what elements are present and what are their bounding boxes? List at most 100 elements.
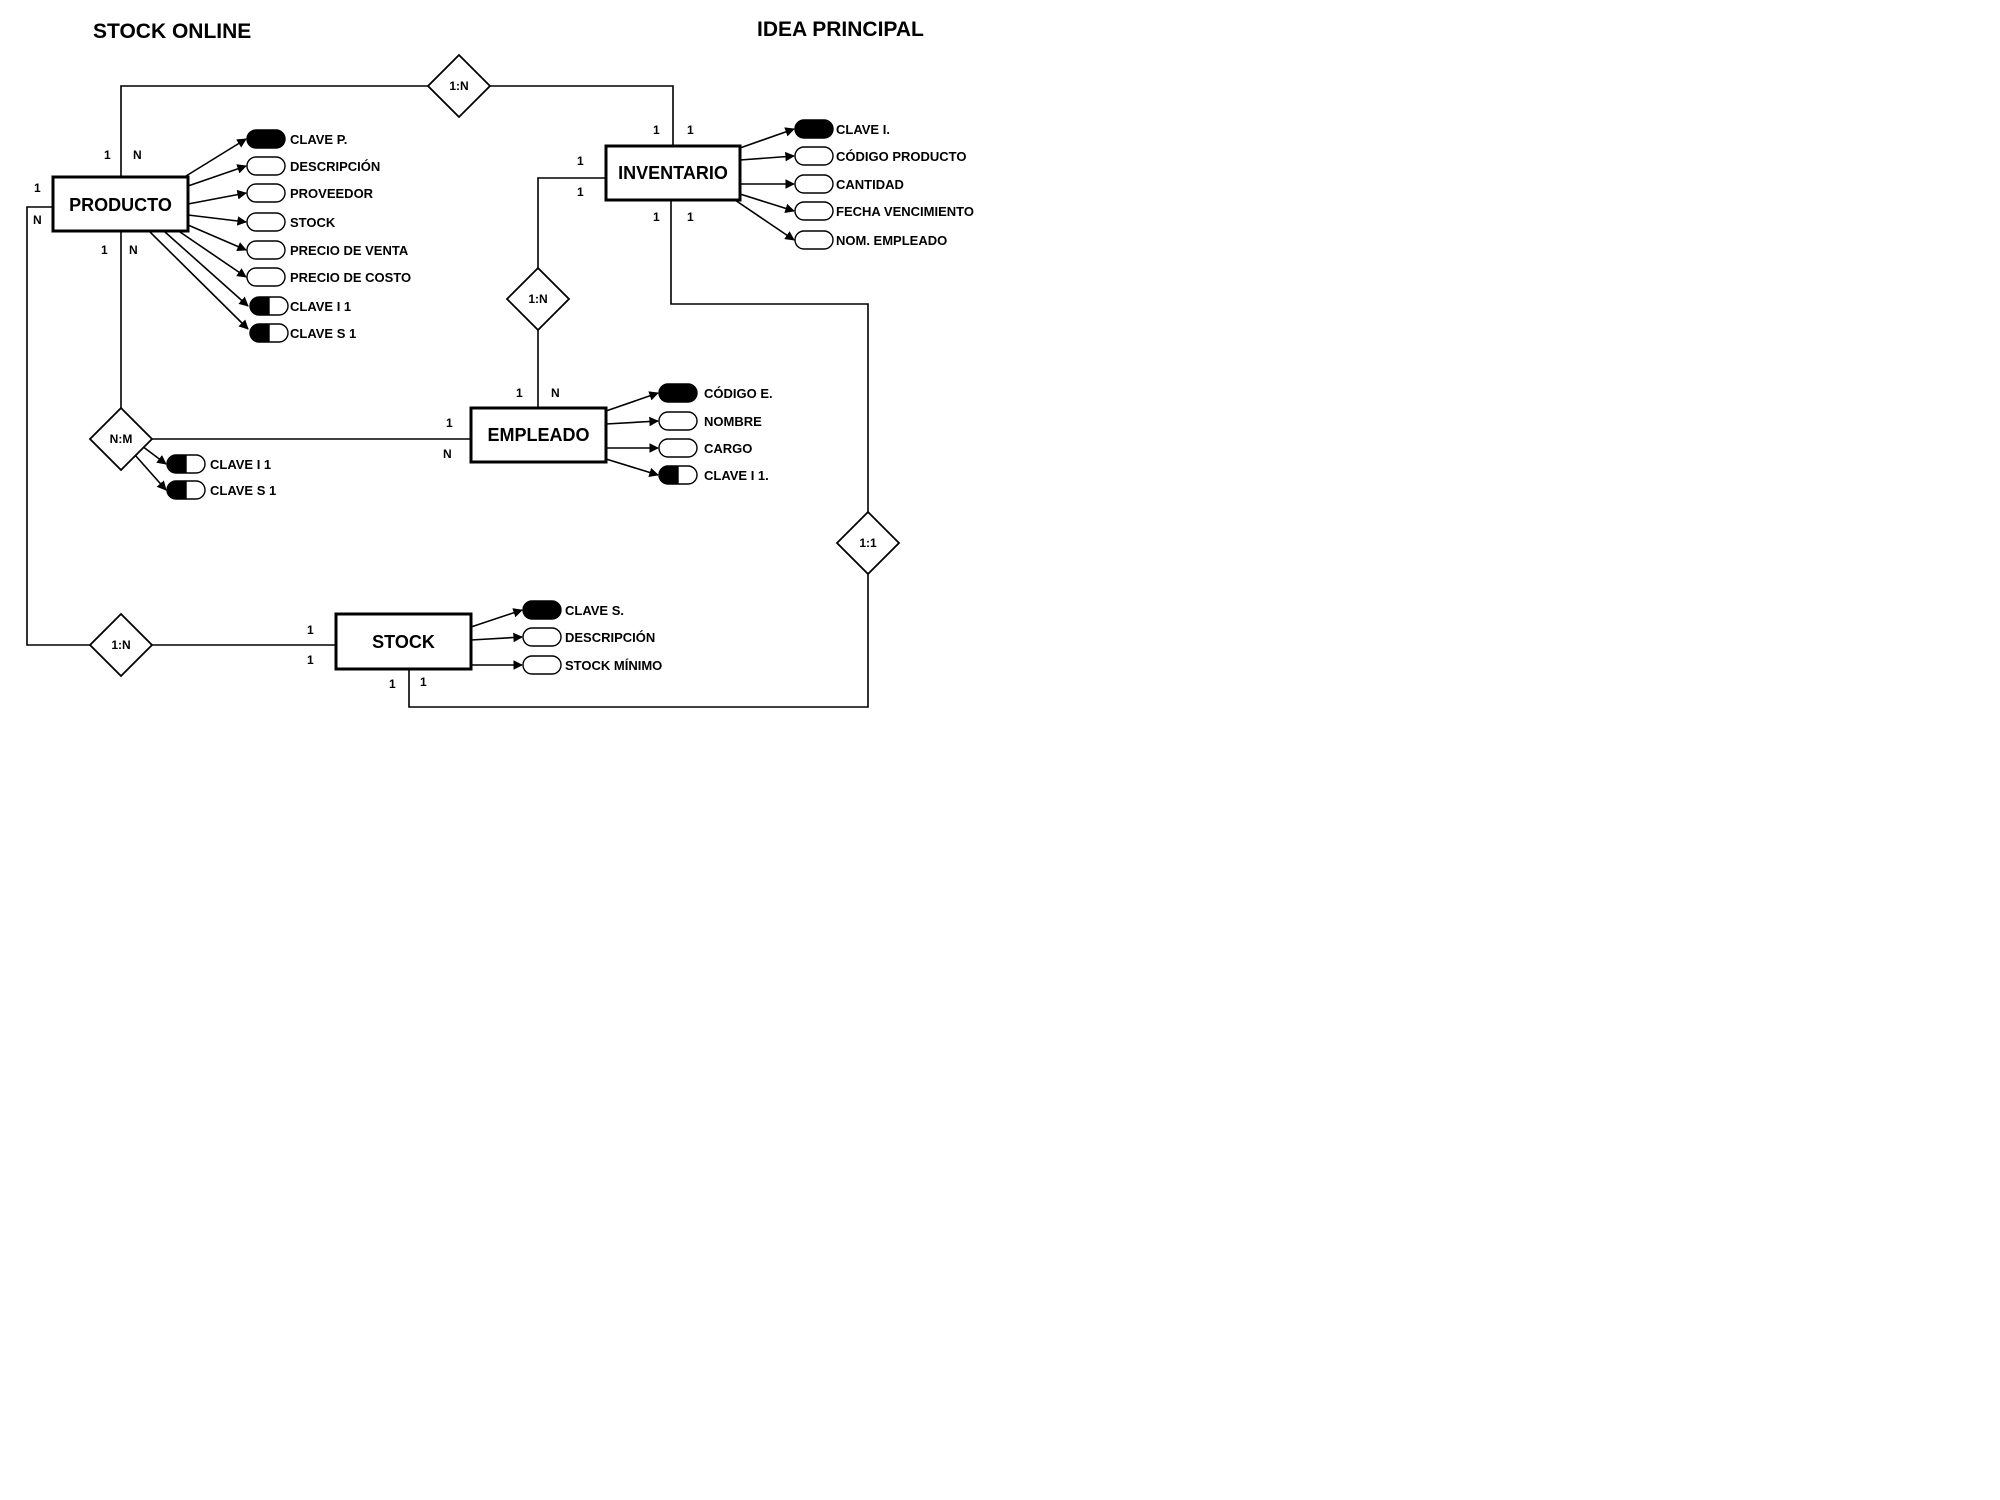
attribute-stock-0[interactable]: CLAVE S. [522,600,624,620]
attribute-inventario-2[interactable]: CANTIDAD [794,174,904,194]
attribute-producto-6[interactable]: CLAVE I 1 [249,296,351,316]
attribute-inventario-3[interactable]: FECHA VENCIMIENTO [794,201,974,221]
foreign-key-fill [250,297,269,315]
attribute-label: CLAVE I 1. [704,468,769,483]
arrow-producto-proveedor [187,189,247,205]
attribute-empleado-0[interactable]: CÓDIGO E. [658,383,773,403]
relationship-inv-stock[interactable]: 1:1 [835,510,901,576]
attribute-empleado-2[interactable]: CARGO [658,438,752,458]
er-diagram: STOCK ONLINE IDEA PRINCIPAL [26,18,974,708]
arrow-nm-clave-s1 [134,454,167,491]
entity-empleado-label: EMPLEADO [487,425,589,445]
card-inv-bottom-1a: 1 [653,210,660,224]
relationship-prod-emp[interactable]: N:M [88,406,154,472]
card-stock-bottom-1b: 1 [420,675,427,689]
attribute-pill [794,201,834,221]
attribute-label: DESCRIPCIÓN [290,159,380,174]
attribute-producto-1[interactable]: DESCRIPCIÓN [246,156,380,176]
attribute-pill [794,146,834,166]
attribute-pill [522,627,562,647]
attribute-producto-2[interactable]: PROVEEDOR [246,183,374,203]
arrow-producto-precio-venta [187,224,247,251]
card-inv-top-1a: 1 [653,123,660,137]
line-rel-inv-stock-stock [408,574,869,708]
entity-inventario[interactable]: INVENTARIO [604,144,742,202]
card-prod-top-1: 1 [104,148,111,162]
key-attribute-pill [794,119,834,139]
relationship-prod-inv[interactable]: 1:N [426,53,492,119]
attribute-stock-1[interactable]: DESCRIPCIÓN [522,627,655,647]
attribute-stock-2[interactable]: STOCK MÍNIMO [522,655,662,675]
attribute-pill [658,411,698,431]
attribute-label: CLAVE S. [565,603,624,618]
line-rel-prod-inv-inventario [490,85,674,146]
card-prod-top-n: N [133,148,142,162]
attribute-pill [246,156,286,176]
attribute-nm-0[interactable]: CLAVE I 1 [166,454,271,474]
attribute-inventario-4[interactable]: NOM. EMPLEADO [794,230,947,250]
relationship-prod-stock[interactable]: 1:N [88,612,154,678]
attribute-inventario-0[interactable]: CLAVE I. [794,119,890,139]
card-stock-left-1b: 1 [307,653,314,667]
relationship-prod-stock-label: 1:N [111,638,130,652]
attribute-label: CLAVE I. [836,122,890,137]
entity-empleado[interactable]: EMPLEADO [469,406,608,464]
attribute-pill [246,212,286,232]
arrow-producto-clave-i1 [164,231,249,307]
connectors [26,85,869,708]
line-inventario-rel-inv-emp [537,177,606,268]
entity-stock[interactable]: STOCK [334,612,473,671]
attribute-label: PRECIO DE VENTA [290,243,409,258]
attribute-label: NOMBRE [704,414,762,429]
card-stock-bottom-1a: 1 [389,677,396,691]
card-prod-left-n: N [33,213,42,227]
card-prod-left-1: 1 [34,181,41,195]
relationship-inv-stock-label: 1:1 [859,536,877,550]
arrow-inventario-clave-i [739,127,795,149]
attribute-producto-4[interactable]: PRECIO DE VENTA [246,240,409,260]
attribute-inventario-1[interactable]: CÓDIGO PRODUCTO [794,146,967,166]
attribute-pill [246,267,286,287]
attribute-empleado-3[interactable]: CLAVE I 1. [658,465,769,485]
line-producto-rel-prod-stock [26,206,90,646]
attribute-arrows [134,127,795,670]
arrow-producto-clave-s1 [149,231,249,330]
card-inv-left-1a: 1 [577,154,584,168]
foreign-key-fill [167,455,186,473]
attribute-label: PRECIO DE COSTO [290,270,411,285]
arrow-inventario-fecha-vencimiento [739,193,795,213]
arrow-nm-clave-i1 [141,445,167,465]
arrow-producto-stock [187,214,247,226]
attribute-label: CARGO [704,441,752,456]
cardinalities: 1 N 1 N 1 N 1 1 1 1 1 1 1 N 1 N 1 1 1 1 [33,123,694,691]
attribute-label: CÓDIGO E. [704,386,773,401]
card-emp-top-1: 1 [516,386,523,400]
relationship-inv-emp[interactable]: 1:N [505,266,571,332]
entity-stock-label: STOCK [372,632,435,652]
arrow-inventario-nom-empleado [734,199,795,241]
attribute-producto-3[interactable]: STOCK [246,212,336,232]
attribute-pill [246,183,286,203]
attribute-producto-7[interactable]: CLAVE S 1 [249,323,356,343]
card-emp-left-n: N [443,447,452,461]
attribute-producto-5[interactable]: PRECIO DE COSTO [246,267,411,287]
entity-producto-label: PRODUCTO [69,195,172,215]
attributes-layer: CLAVE P. DESCRIPCIÓN PROVEEDOR STOCK PRECIO … [166,119,974,675]
arrow-stock-clave-s [470,608,523,628]
attribute-producto-0[interactable]: CLAVE P. [246,129,347,149]
arrow-inventario-codigo-producto [739,151,795,162]
attribute-label: PROVEEDOR [290,186,374,201]
diagram-subtitle: IDEA PRINCIPAL [757,18,924,41]
card-inv-top-1b: 1 [687,123,694,137]
attribute-label: CÓDIGO PRODUCTO [836,149,967,164]
foreign-key-fill [250,324,269,342]
foreign-key-fill [659,466,678,484]
foreign-key-fill [167,481,186,499]
arrow-producto-descripcion [187,164,247,187]
attribute-pill [246,240,286,260]
entity-producto[interactable]: PRODUCTO [51,175,190,233]
attribute-nm-1[interactable]: CLAVE S 1 [166,480,276,500]
attribute-label: STOCK [290,215,336,230]
attribute-empleado-1[interactable]: NOMBRE [658,411,762,431]
relationship-prod-inv-label: 1:N [449,79,468,93]
